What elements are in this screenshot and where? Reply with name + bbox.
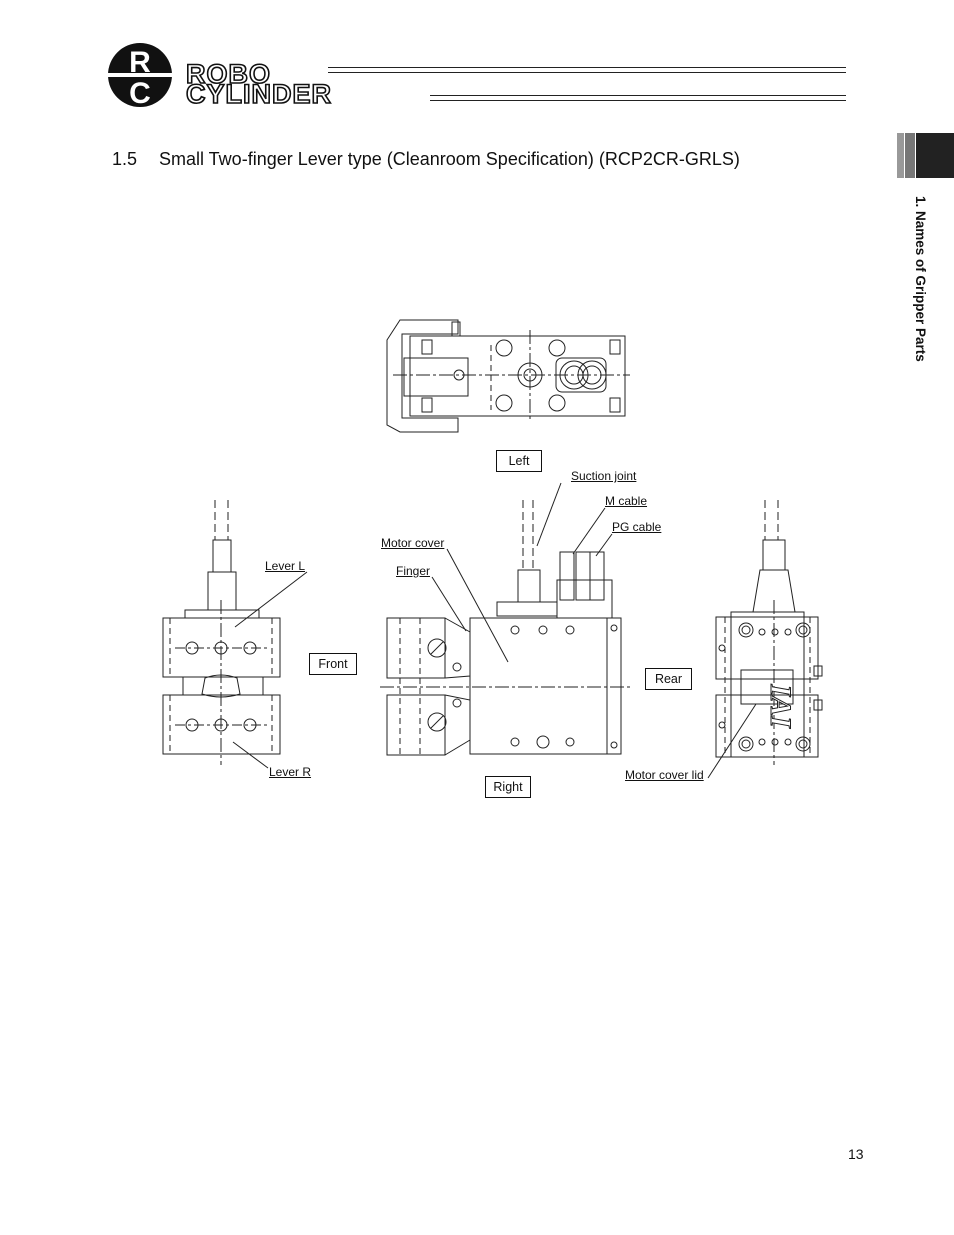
label-suction-joint: Suction joint xyxy=(571,469,637,483)
header-rule xyxy=(328,67,846,68)
leader-lines xyxy=(232,482,757,779)
label-m-cable: M cable xyxy=(605,494,648,508)
front-view-drawing xyxy=(162,500,281,765)
chapter-tab xyxy=(897,133,954,178)
page-number: 13 xyxy=(848,1146,864,1162)
logo-mark-r: R xyxy=(129,46,151,79)
iai-brand-mark: IAI xyxy=(764,683,797,729)
label-motor-cover: Motor cover xyxy=(381,536,445,550)
header-rule xyxy=(430,100,846,101)
view-label-front: Front xyxy=(309,653,357,675)
label-pg-cable: PG cable xyxy=(612,520,662,534)
section-title: Small Two-finger Lever type (Cleanroom S… xyxy=(159,149,740,169)
logo-mark: R C xyxy=(108,43,172,110)
left-view-drawing xyxy=(386,319,630,433)
label-finger: Finger xyxy=(396,564,431,578)
view-label-right: Right xyxy=(485,776,531,798)
logo-line-cylinder: CYLINDER xyxy=(185,79,333,109)
header-rule xyxy=(328,72,846,73)
label-lever-r: Lever R xyxy=(269,765,312,779)
label-motor-cover-lid: Motor cover lid xyxy=(625,768,704,782)
right-view-drawing xyxy=(380,500,630,756)
rear-view-drawing xyxy=(715,500,823,765)
view-label-rear: Rear xyxy=(645,668,692,690)
section-number: 1.5 xyxy=(112,149,138,169)
view-label-left: Left xyxy=(496,450,542,472)
logo-mark-c: C xyxy=(129,77,151,110)
label-lever-l: Lever L xyxy=(265,559,306,573)
logo-line-robo: ROBO xyxy=(185,59,271,89)
header-rule xyxy=(430,95,846,96)
